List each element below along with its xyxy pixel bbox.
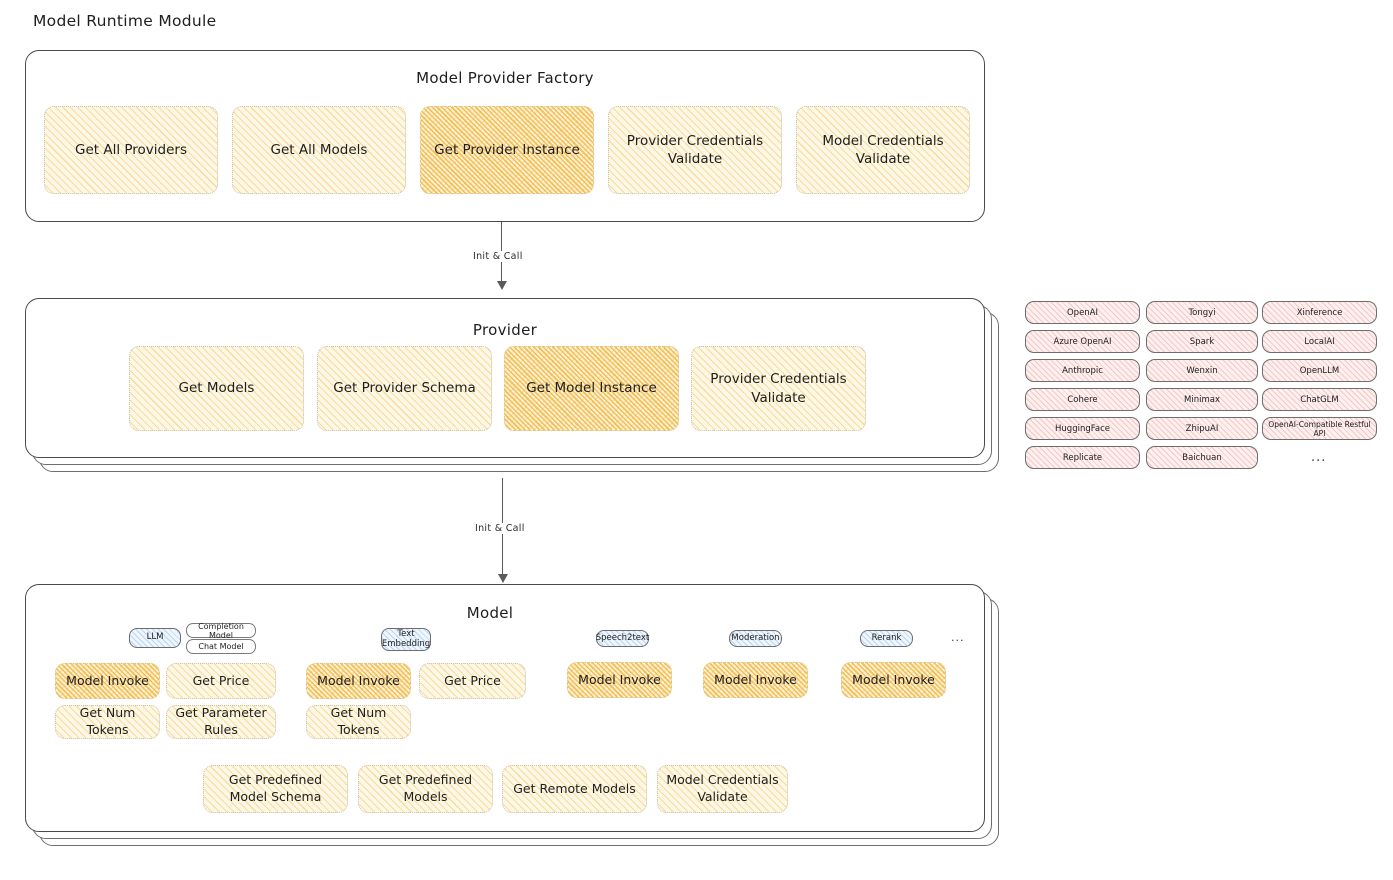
model-shared-get-predefined-models[interactable]: Get Predefined Models: [358, 765, 493, 813]
model-type-chip-llm[interactable]: LLM: [129, 628, 181, 648]
provider-chip-openllm[interactable]: OpenLLM: [1262, 359, 1377, 382]
llm-method-get-parameter-rules[interactable]: Get Parameter Rules: [166, 705, 276, 739]
factory-box-get-all-providers[interactable]: Get All Providers: [44, 106, 218, 194]
model-shared-get-remote-models[interactable]: Get Remote Models: [502, 765, 647, 813]
factory-box-provider-credentials-validate[interactable]: Provider Credentials Validate: [608, 106, 782, 194]
provider-chip-huggingface[interactable]: HuggingFace: [1025, 417, 1140, 440]
llm-method-model-invoke[interactable]: Model Invoke: [55, 663, 160, 699]
provider-chip-spark[interactable]: Spark: [1146, 330, 1258, 353]
provider-chip-openai-compatible-restful-api[interactable]: OpenAI-Compatible Restful API: [1262, 417, 1377, 440]
llm-method-get-price[interactable]: Get Price: [166, 663, 276, 699]
factory-box-get-all-models[interactable]: Get All Models: [232, 106, 406, 194]
provider-box-get-provider-schema[interactable]: Get Provider Schema: [317, 346, 492, 431]
model-shared-get-predefined-model-schema[interactable]: Get Predefined Model Schema: [203, 765, 348, 813]
rerank-method-model-invoke[interactable]: Model Invoke: [841, 662, 946, 698]
provider-chip-replicate[interactable]: Replicate: [1025, 446, 1140, 469]
provider-chip-openai[interactable]: OpenAI: [1025, 301, 1140, 324]
provider-chip-cohere[interactable]: Cohere: [1025, 388, 1140, 411]
text-embedding-method-get-price[interactable]: Get Price: [419, 663, 526, 699]
model-subtype-chip-chat-model[interactable]: Chat Model: [186, 639, 256, 654]
model-title: Model: [466, 604, 514, 622]
provider-chip-wenxin[interactable]: Wenxin: [1146, 359, 1258, 382]
model-type-chip-moderation[interactable]: Moderation: [729, 630, 782, 647]
provider-chip-chatglm[interactable]: ChatGLM: [1262, 388, 1377, 411]
provider-chip-baichuan[interactable]: Baichuan: [1146, 446, 1258, 469]
model-subtype-chip-completion-model[interactable]: Completion Model: [186, 622, 256, 640]
model-provider-factory-title: Model Provider Factory: [416, 69, 594, 87]
model-type-chip-rerank[interactable]: Rerank: [860, 630, 913, 647]
factory-box-model-credentials-validate[interactable]: Model Credentials Validate: [796, 106, 970, 194]
text-embedding-method-get-num-tokens[interactable]: Get Num Tokens: [306, 705, 411, 739]
llm-method-get-num-tokens[interactable]: Get Num Tokens: [55, 705, 160, 739]
arrow-provider-to-model-head: [498, 574, 508, 583]
model-types-more-ellipsis: ...: [951, 631, 965, 644]
provider-title: Provider: [472, 321, 538, 339]
provider-chip-tongyi[interactable]: Tongyi: [1146, 301, 1258, 324]
provider-box-provider-credentials-validate[interactable]: Provider Credentials Validate: [691, 346, 866, 431]
page-title: Model Runtime Module: [33, 12, 217, 30]
provider-list-more-ellipsis: ...: [1311, 450, 1327, 465]
arrow-provider-to-model-label: Init & Call: [471, 523, 529, 534]
moderation-method-model-invoke[interactable]: Model Invoke: [703, 662, 808, 698]
model-type-chip-speech2text[interactable]: Speech2text: [596, 630, 649, 647]
model-shared-model-credentials-validate[interactable]: Model Credentials Validate: [657, 765, 788, 813]
provider-box-get-model-instance[interactable]: Get Model Instance: [504, 346, 679, 431]
text-embedding-method-model-invoke[interactable]: Model Invoke: [306, 663, 411, 699]
provider-chip-zhipuai[interactable]: ZhipuAI: [1146, 417, 1258, 440]
arrow-factory-to-provider-label: Init & Call: [469, 251, 527, 262]
provider-box-get-models[interactable]: Get Models: [129, 346, 304, 431]
provider-chip-localai[interactable]: LocalAI: [1262, 330, 1377, 353]
factory-box-get-provider-instance[interactable]: Get Provider Instance: [420, 106, 594, 194]
provider-chip-anthropic[interactable]: Anthropic: [1025, 359, 1140, 382]
provider-chip-azure-openai[interactable]: Azure OpenAI: [1025, 330, 1140, 353]
provider-chip-minimax[interactable]: Minimax: [1146, 388, 1258, 411]
model-type-chip-text-embedding[interactable]: Text Embedding: [381, 628, 431, 651]
provider-chip-xinference[interactable]: Xinference: [1262, 301, 1377, 324]
speech2text-method-model-invoke[interactable]: Model Invoke: [567, 662, 672, 698]
arrow-factory-to-provider-head: [497, 281, 507, 290]
